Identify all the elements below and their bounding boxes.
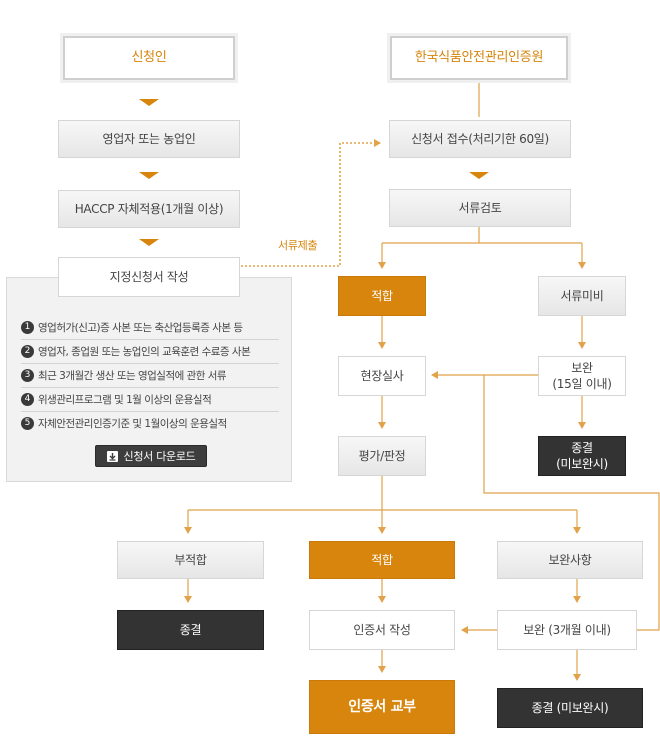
document-list: 1 영업허가(신고)증 사본 또는 축산업등록증 사본 등 2 영업자, 종업원 또… [21, 316, 279, 435]
final-end-unsupplemented-label: 종결 (미보완시) [531, 700, 609, 715]
end-box: 종결 [117, 610, 264, 650]
evaluation-box: 평가/판정 [338, 436, 426, 476]
business-or-farmer-label: 영업자 또는 농업인 [102, 131, 196, 146]
download-button-label: 신청서 다운로드 [123, 450, 196, 463]
institute-header: 한국식품안전관리인증원 [387, 33, 571, 83]
suitable-box: 적합 [338, 276, 426, 316]
cert-issue-label: 인증서 교부 [348, 698, 416, 715]
applicant-label: 신청인 [131, 50, 167, 66]
supplement-items-label: 보완사항 [548, 552, 592, 567]
list-item: 3 최근 3개월간 생산 또는 영업실적에 관한 서류 [21, 364, 279, 388]
onsite-label: 현장실사 [360, 368, 404, 383]
list-item: 2 영업자, 종업원 또는 농업인의 교육훈련 수료증 사본 [21, 340, 279, 364]
onsite-box: 현장실사 [338, 356, 426, 396]
chevron-down-icon [139, 239, 159, 246]
cert-issue-box: 인증서 교부 [309, 680, 455, 734]
application-form-box: 지정신청서 작성 [58, 257, 240, 297]
unsuitable-box: 부적합 [117, 541, 264, 579]
evaluation-label: 평가/판정 [358, 448, 406, 463]
application-form-label: 지정신청서 작성 [109, 269, 189, 284]
applicant-header: 신청인 [60, 33, 238, 83]
cert-write-label: 인증서 작성 [353, 622, 411, 637]
haccp-self-label: HACCP 자체적용(1개월 이상) [74, 201, 224, 216]
business-or-farmer-box: 영업자 또는 농업인 [58, 120, 240, 158]
item-text: 영업자, 종업원 또는 농업인의 교육훈련 수료증 사본 [38, 346, 251, 358]
end-unsupplemented-box: 종결 (미보완시) [538, 436, 626, 476]
final-end-unsupplemented-box: 종결 (미보완시) [497, 688, 643, 728]
download-icon [106, 450, 118, 462]
document-review-label: 서류검토 [458, 200, 502, 215]
document-review-box: 서류검토 [389, 189, 571, 227]
supplement-items-box: 보완사항 [497, 541, 643, 579]
chevron-down-icon [139, 172, 159, 179]
institute-label: 한국식품안전관리인증원 [414, 50, 544, 66]
item-text: 최근 3개월간 생산 또는 영업실적에 관한 서류 [38, 370, 227, 382]
item-text: 자체안전관리인증기준 및 1월이상의 운용실적 [38, 418, 227, 430]
final-suitable-label: 적합 [371, 552, 393, 567]
item-number: 2 [21, 345, 34, 358]
supplement-3m-box: 보완 (3개월 이내) [497, 610, 637, 650]
receipt-box: 신청서 접수(처리기한 60일) [389, 120, 571, 158]
cert-write-box: 인증서 작성 [309, 610, 455, 650]
document-panel: 1 영업허가(신고)증 사본 또는 축산업등록증 사본 등 2 영업자, 종업원 또… [6, 277, 292, 482]
final-suitable-box: 적합 [309, 541, 455, 579]
item-number: 5 [21, 417, 34, 430]
suitable-label: 적합 [371, 288, 393, 303]
item-number: 4 [21, 393, 34, 406]
supplement-15-label: 보완 (15일 이내) [552, 360, 612, 391]
list-item: 4 위생관리프로그램 및 1월 이상의 운용실적 [21, 388, 279, 412]
item-number: 3 [21, 369, 34, 382]
download-form-button[interactable]: 신청서 다운로드 [95, 445, 207, 467]
list-item: 1 영업허가(신고)증 사본 또는 축산업등록증 사본 등 [21, 316, 279, 340]
item-text: 영업허가(신고)증 사본 또는 축산업등록증 사본 등 [38, 322, 243, 334]
submit-label: 서류제출 [278, 239, 318, 252]
haccp-self-box: HACCP 자체적용(1개월 이상) [58, 190, 240, 228]
chevron-down-icon [469, 172, 489, 179]
supplement-15-box: 보완 (15일 이내) [538, 356, 626, 396]
item-number: 1 [21, 321, 34, 334]
end-label: 종결 [179, 622, 202, 637]
list-item: 5 자체안전관리인증기준 및 1월이상의 운용실적 [21, 412, 279, 435]
end-unsupplemented-label: 종결 (미보완시) [556, 440, 608, 471]
unsuitable-label: 부적합 [174, 552, 207, 567]
receipt-label: 신청서 접수(처리기한 60일) [411, 131, 549, 146]
doc-insufficient-box: 서류미비 [538, 276, 626, 316]
doc-insufficient-label: 서류미비 [560, 288, 604, 303]
item-text: 위생관리프로그램 및 1월 이상의 운용실적 [38, 394, 212, 406]
chevron-down-icon [139, 99, 159, 106]
supplement-3m-label: 보완 (3개월 이내) [523, 622, 611, 637]
